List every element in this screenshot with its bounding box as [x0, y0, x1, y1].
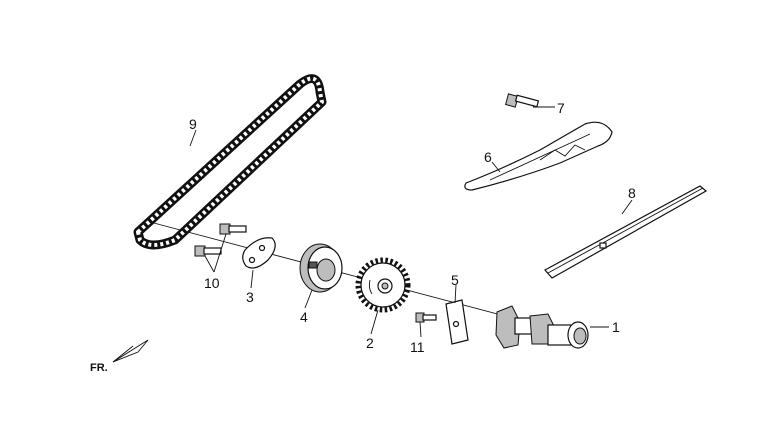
- front-label: FR.: [90, 362, 108, 374]
- cam-chain: [133, 74, 327, 250]
- leader-lines: [189, 106, 633, 338]
- callout-2: 2: [366, 335, 374, 351]
- callout-3: 3: [246, 289, 254, 305]
- callout-5: 5: [451, 272, 459, 288]
- cam-sprocket: [355, 257, 411, 313]
- tensioner-bolt: [505, 93, 540, 108]
- lock-plate: [445, 299, 469, 345]
- callout-10: 10: [204, 275, 220, 291]
- sprocket-hub: [299, 243, 343, 293]
- callout-8: 8: [628, 185, 636, 201]
- chain-guide: [544, 185, 708, 279]
- small-bolt: [415, 312, 437, 323]
- callout-9: 9: [189, 116, 197, 132]
- chain-tensioner-arm: [464, 121, 613, 191]
- callout-4: 4: [300, 309, 308, 325]
- camshaft: [495, 305, 589, 349]
- callout-11: 11: [410, 339, 425, 355]
- front-direction-indicator: FR.: [90, 339, 149, 374]
- retaining-plate: [242, 237, 276, 269]
- callout-7: 7: [557, 100, 565, 116]
- callout-1: 1: [612, 319, 620, 335]
- callout-6: 6: [484, 149, 492, 165]
